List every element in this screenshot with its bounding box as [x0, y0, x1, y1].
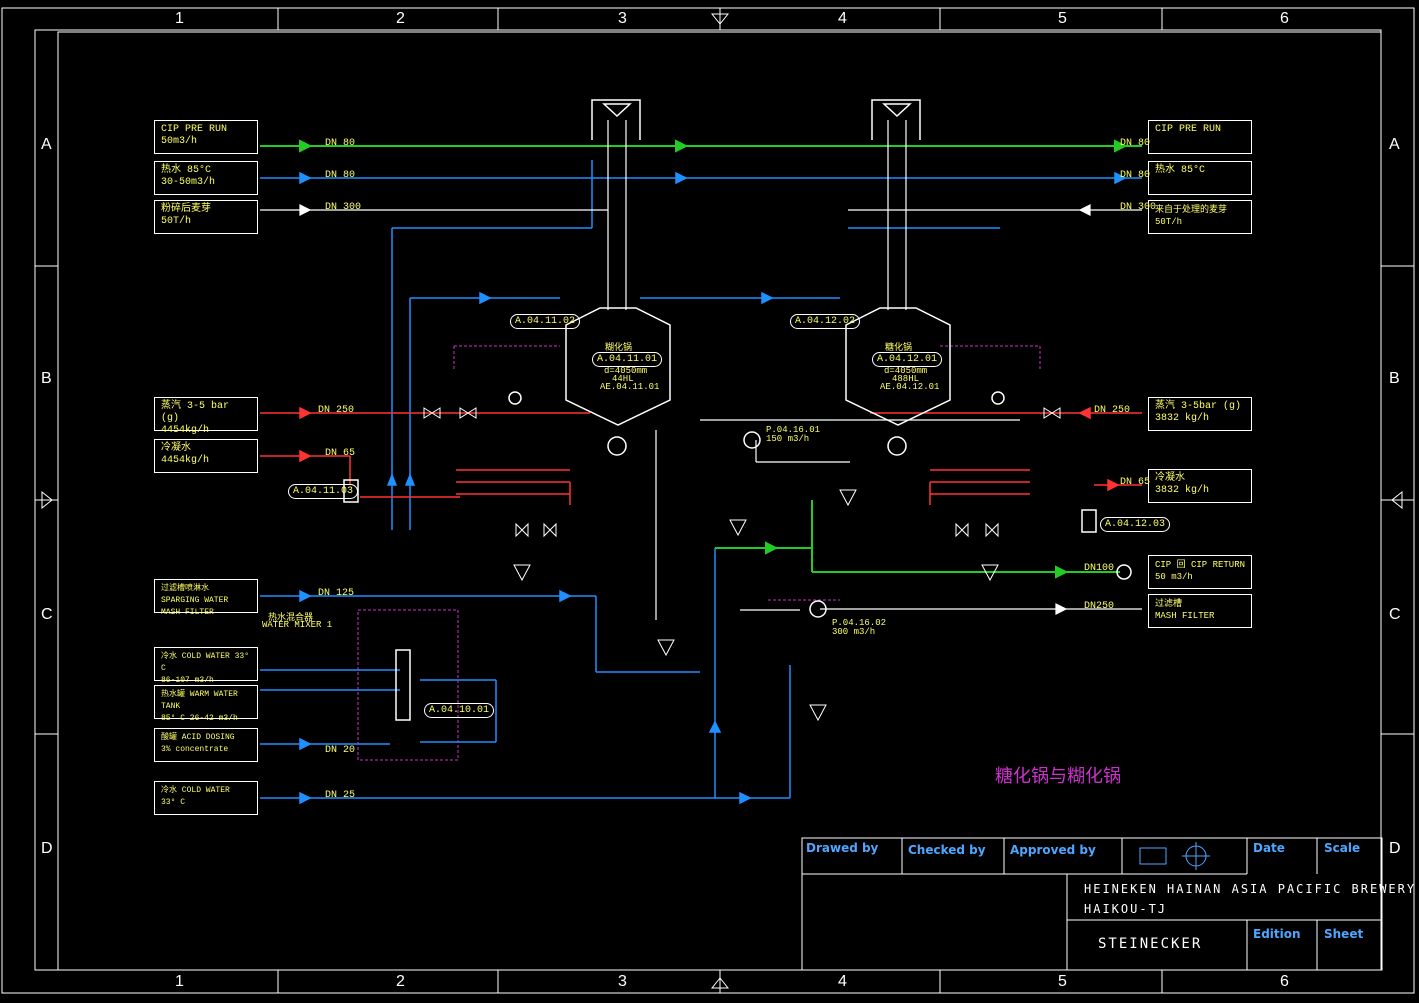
- row-letter: B: [1389, 370, 1400, 387]
- column-number: 1: [175, 10, 184, 27]
- row-letter: B: [41, 370, 52, 387]
- column-number: 5: [1058, 10, 1067, 27]
- column-number: 6: [1280, 973, 1289, 990]
- stream-box-cip-pre-run-right: CIP PRE RUN: [1148, 120, 1252, 154]
- row-letter: A: [41, 136, 52, 153]
- stream-box-steam-right: 蒸汽 3-5bar (g)3832 kg/h: [1148, 397, 1252, 431]
- mixer-label: WATER MIXER 1: [262, 620, 333, 630]
- pipe-label: DN 125: [318, 588, 355, 599]
- vessel-spec: 44HL: [612, 374, 634, 384]
- column-number: 4: [838, 973, 847, 990]
- equipment-tag: A.04.11.02: [510, 314, 581, 329]
- company-site: HAIKOU-TJ: [1084, 902, 1168, 916]
- column-number: 1: [175, 973, 184, 990]
- pipe-label: DN250: [1084, 601, 1115, 612]
- checked-by-label: Checked by: [908, 843, 986, 857]
- column-number: 2: [396, 10, 405, 27]
- pipe-label: DN100: [1084, 563, 1115, 574]
- vessel-tag: A.04.11.01: [592, 352, 663, 367]
- equipment-tag: A.04.11.03: [288, 484, 359, 499]
- pipe-label: DN 250: [1094, 405, 1131, 416]
- vessel-name: 糊化锅: [605, 343, 633, 353]
- scale-label: Scale: [1324, 841, 1361, 855]
- row-letter: A: [1389, 136, 1400, 153]
- column-number: 3: [618, 973, 627, 990]
- column-number: 5: [1058, 973, 1067, 990]
- approved-by-label: Approved by: [1010, 843, 1096, 857]
- vessel-name: 糖化锅: [885, 343, 913, 353]
- vessel-spec: AE.04.11.01: [600, 382, 660, 392]
- pipe-label: DN 65: [1120, 477, 1151, 488]
- equipment-tag: A.04.12.03: [1100, 517, 1171, 532]
- pump-tag: P.04.16.02: [832, 618, 887, 628]
- vendor-name: STEINECKER: [1098, 936, 1203, 952]
- column-number: 6: [1280, 10, 1289, 27]
- pump-tag: P.04.16.01: [766, 425, 821, 435]
- drawing-title: 糖化锅与糊化锅: [995, 766, 1121, 787]
- equipment-tag: A.04.12.02: [790, 314, 861, 329]
- column-number: 4: [838, 10, 847, 27]
- row-letter: D: [41, 840, 53, 857]
- vessel-tag: A.04.12.01: [872, 352, 943, 367]
- row-letter: C: [1389, 606, 1401, 623]
- column-number: 3: [618, 10, 627, 27]
- pipe-label: DN 80: [325, 138, 356, 149]
- edition-label: Edition: [1253, 927, 1301, 941]
- pipe-label: DN 300: [325, 202, 362, 213]
- stream-box-hot-water-right: 热水 85°C: [1148, 161, 1252, 195]
- pipe-label: DN 65: [325, 448, 356, 459]
- drawn-by-label: Drawed by: [806, 841, 879, 855]
- pipe-label: DN 80: [1120, 138, 1151, 149]
- pipe-label: DN 300: [1120, 202, 1157, 213]
- vessel-spec: d=4050mm: [884, 366, 928, 376]
- row-letter: D: [1389, 840, 1401, 857]
- column-number: 2: [396, 973, 405, 990]
- equipment-tag: A.04.10.01: [424, 703, 495, 718]
- stream-box-steam: 蒸汽 3-5 bar (g)4454kg/h: [154, 397, 258, 436]
- vessel-spec: d=4050mm: [604, 366, 648, 376]
- company-name: HEINEKEN HAINAN ASIA PACIFIC BREWERY: [1084, 882, 1417, 896]
- pipe-label: DN 80: [325, 170, 356, 181]
- pipe-label: DN 80: [1120, 170, 1151, 181]
- pump-spec: 300 m3/h: [832, 627, 876, 637]
- pipe-label: DN 250: [318, 405, 355, 416]
- row-letter: C: [41, 606, 53, 623]
- sheet-label: Sheet: [1324, 927, 1364, 941]
- date-label: Date: [1253, 841, 1285, 855]
- pipe-label: DN 20: [325, 745, 356, 756]
- pump-spec: 150 m3/h: [766, 434, 810, 444]
- vessel-spec: 488HL: [892, 374, 920, 384]
- pipe-label: DN 25: [325, 790, 356, 801]
- vessel-spec: AE.04.12.01: [880, 382, 940, 392]
- mixer-label: 热水混合器: [268, 613, 314, 623]
